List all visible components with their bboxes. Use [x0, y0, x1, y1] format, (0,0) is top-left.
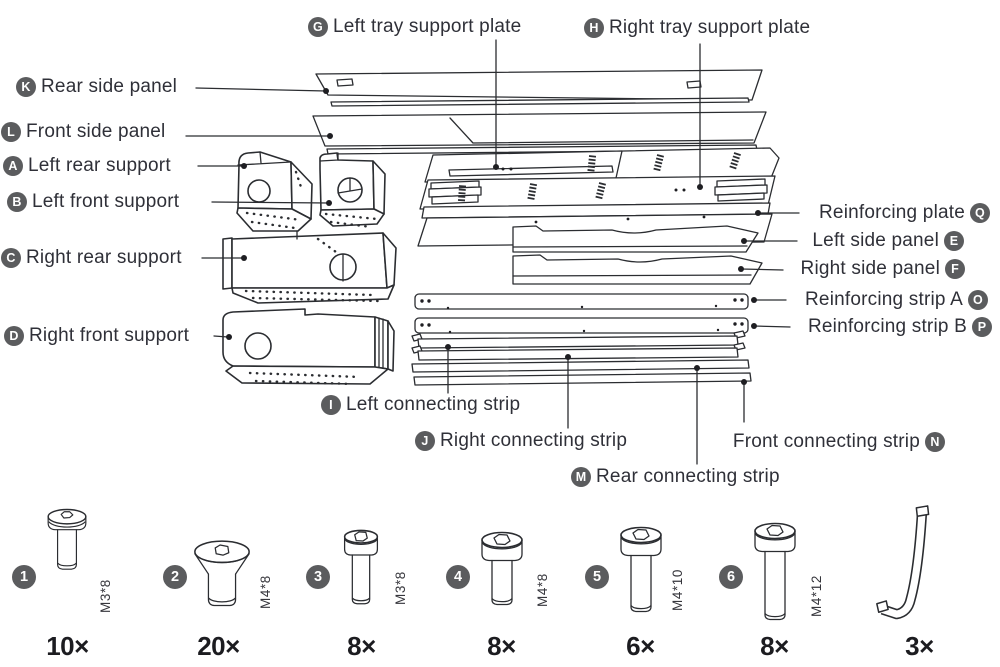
part-badge-E: E	[944, 231, 964, 251]
drawing-left-front-support	[319, 152, 386, 229]
part-badge-H: H	[584, 18, 604, 38]
hardware-spec: M3*8	[393, 571, 408, 605]
part-badge-Q: Q	[970, 203, 990, 223]
hardware-badge-2: 2	[163, 565, 187, 589]
hardware-item-1: 1 M3*8 10×	[10, 505, 125, 665]
hardware-qty: 20×	[197, 631, 240, 661]
part-label-text: Left rear support	[28, 155, 171, 176]
hardware-item-4: 4 M4*8 8×	[444, 505, 559, 665]
hardware-item-5: 5 M4*10 6×	[583, 505, 698, 665]
hardware-item-6: 6 M4*12 8×	[717, 505, 832, 665]
part-badge-B: B	[7, 192, 27, 212]
drawing-right-rear-support	[222, 230, 397, 304]
drawing-left-side-panel	[512, 225, 759, 253]
part-label-text: Left connecting strip	[346, 394, 521, 415]
part-label-text: Right rear support	[26, 247, 182, 268]
part-badge-L: L	[1, 122, 21, 142]
part-label-text: Reinforcing strip B	[807, 316, 967, 337]
part-label-right-front-support: D Right front support	[4, 325, 189, 347]
allen-key-icon	[872, 505, 940, 632]
part-badge-G: G	[308, 17, 328, 37]
hardware-qty: 3×	[905, 631, 934, 661]
hardware-item-allen-key: 3×	[842, 505, 957, 665]
part-label-rear-connecting-strip: M Rear connecting strip	[571, 466, 780, 488]
part-badge-M: M	[571, 467, 591, 487]
hardware-spec: M3*8	[98, 579, 113, 613]
countersunk-screw-icon	[191, 538, 253, 614]
part-label-front-connecting-strip: Front connecting strip N	[733, 431, 945, 453]
drawing-right-front-support	[222, 308, 395, 386]
part-label-reinforcing-plate: Reinforcing plate Q	[819, 202, 990, 224]
socket-cap-screw-icon	[613, 525, 669, 619]
socket-cap-screw-icon	[747, 521, 803, 627]
socket-cap-screw-icon	[334, 528, 388, 611]
drawing-front-side-panel	[312, 111, 767, 155]
drawing-right-side-panel	[512, 254, 763, 285]
part-label-text: Left side panel	[812, 230, 939, 251]
part-label-text: Right tray support plate	[609, 17, 811, 38]
socket-cap-screw-icon	[474, 530, 530, 612]
drawing-rear-connecting-strip	[411, 359, 750, 373]
part-badge-P: P	[972, 317, 992, 337]
part-label-left-tray-support-plate: G Left tray support plate	[308, 16, 521, 38]
part-label-text: Right side panel	[800, 258, 940, 279]
part-label-left-front-support: B Left front support	[7, 191, 179, 213]
part-label-text: Right connecting strip	[440, 430, 628, 451]
part-badge-F: F	[945, 259, 965, 279]
part-badge-K: K	[16, 77, 36, 97]
hardware-qty: 8×	[347, 631, 376, 661]
hardware-qty: 8×	[760, 631, 789, 661]
part-label-text: Front connecting strip	[732, 431, 920, 452]
hardware-spec: M4*8	[258, 575, 273, 609]
leader-lines	[185, 39, 800, 465]
pan-head-screw-icon	[40, 505, 94, 575]
part-label-text: Reinforcing strip A	[805, 289, 963, 310]
drawing-rear-side-panel	[315, 69, 763, 107]
hardware-item-3: 3 M3*8 8×	[304, 505, 419, 665]
part-label-left-side-panel: Left side panel E	[812, 230, 964, 252]
hardware-badge-6: 6	[719, 565, 743, 589]
hardware-badge-3: 3	[306, 565, 330, 589]
part-label-text: Reinforcing plate	[819, 202, 965, 223]
part-label-reinforcing-strip-a: Reinforcing strip A O	[805, 289, 988, 311]
part-label-text: Left tray support plate	[333, 16, 522, 37]
part-label-text: Left front support	[32, 191, 180, 212]
drawing-reinforcing-strip-a	[414, 293, 749, 310]
part-label-right-tray-support-plate: H Right tray support plate	[584, 17, 810, 39]
hardware-badge-4: 4	[446, 565, 470, 589]
hardware-item-2: 2 M4*8 20×	[161, 505, 276, 665]
hardware-qty: 10×	[46, 631, 89, 661]
drawing-reinforcing-strip-b	[414, 317, 749, 334]
part-label-text: Right front support	[29, 325, 190, 346]
part-badge-A: A	[3, 156, 23, 176]
hardware-badge-5: 5	[585, 565, 609, 589]
part-badge-D: D	[4, 326, 24, 346]
hardware-spec: M4*8	[535, 573, 550, 607]
drawing-right-connecting-strip	[411, 342, 746, 361]
part-label-right-side-panel: Right side panel F	[801, 258, 965, 280]
hardware-spec: M4*12	[809, 574, 824, 617]
part-badge-O: O	[968, 290, 988, 310]
part-label-left-connecting-strip: I Left connecting strip	[321, 394, 520, 416]
part-label-front-side-panel: L Front side panel	[1, 121, 165, 143]
drawing-left-rear-support	[236, 151, 313, 232]
hardware-qty: 6×	[626, 631, 655, 661]
part-badge-J: J	[415, 431, 435, 451]
part-label-right-connecting-strip: J Right connecting strip	[415, 430, 627, 452]
part-label-reinforcing-strip-b: Reinforcing strip B P	[808, 316, 992, 338]
hardware-badge-1: 1	[12, 565, 36, 589]
part-label-text: Rear side panel	[41, 76, 178, 97]
drawing-front-connecting-strip	[413, 372, 752, 386]
part-badge-N: N	[925, 432, 945, 452]
part-label-text: Front side panel	[26, 121, 166, 142]
part-label-right-rear-support: C Right rear support	[1, 247, 182, 269]
part-badge-I: I	[321, 395, 341, 415]
part-label-left-rear-support: A Left rear support	[3, 155, 171, 177]
part-label-text: Rear connecting strip	[596, 466, 780, 487]
hardware-qty: 8×	[487, 631, 516, 661]
hardware-spec: M4*10	[670, 568, 685, 611]
part-label-rear-side-panel: K Rear side panel	[16, 76, 177, 98]
part-badge-C: C	[1, 248, 21, 268]
